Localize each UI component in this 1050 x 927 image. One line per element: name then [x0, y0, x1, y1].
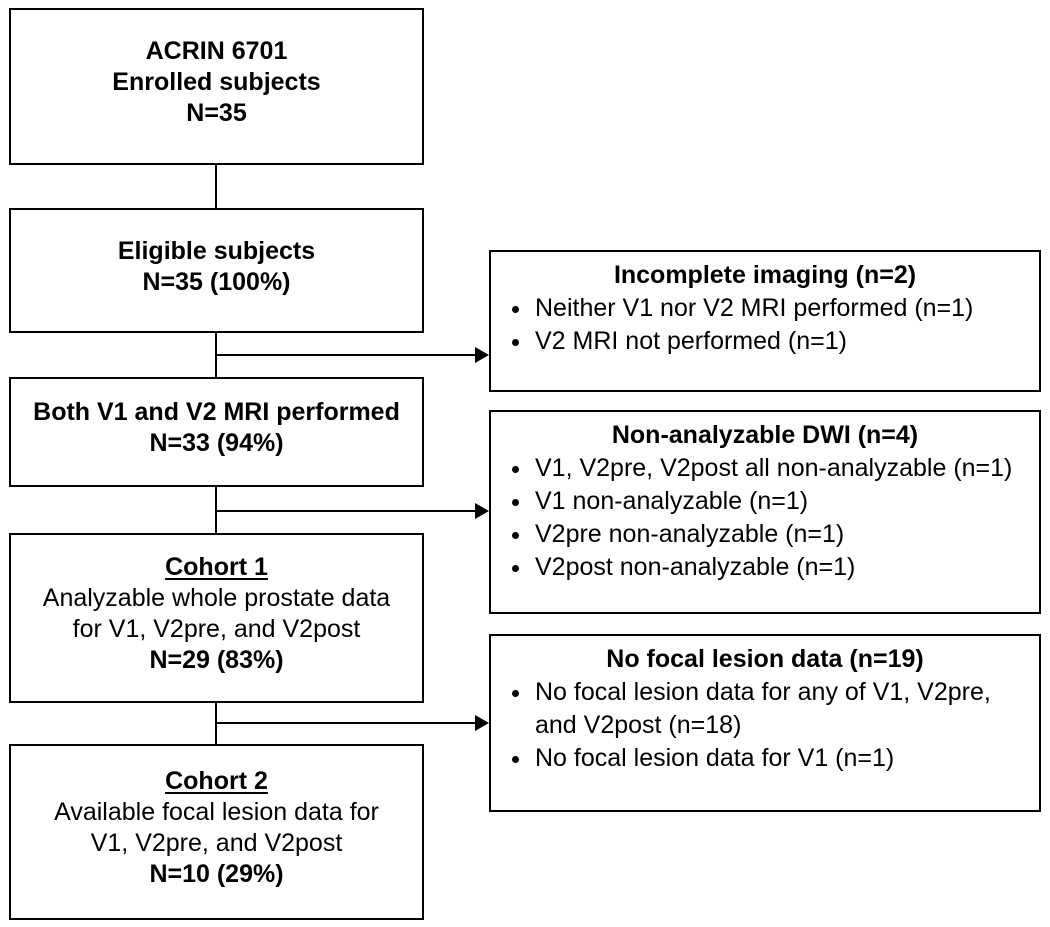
- box-line: Eligible subjects: [117, 236, 316, 265]
- box-line: Available focal lesion data for: [54, 798, 379, 826]
- exclusion-title: Non-analyzable DWI (n=4): [611, 421, 919, 449]
- no-focal-lesion-box: No focal lesion data (n=19) No focal les…: [489, 634, 1041, 812]
- exclusion-bullet-list: V1, V2pre, V2post all non-analyzable (n=…: [503, 452, 1027, 584]
- box-title: Cohort 1: [165, 553, 268, 581]
- box-count: N=35: [186, 99, 247, 127]
- eligible-subjects-box: Eligible subjects N=35 (100%): [9, 208, 424, 333]
- box-count: N=10 (29%): [149, 860, 284, 888]
- exclusion-bullet-list: No focal lesion data for any of V1, V2pr…: [503, 676, 1027, 775]
- box-line: V1, V2pre, and V2post: [90, 829, 343, 857]
- box-line: Analyzable whole prostate data: [42, 584, 391, 612]
- box-title: Cohort 2: [165, 767, 268, 795]
- branch-line-incomplete-imaging: [216, 354, 476, 356]
- exclusion-bullet-list: Neither V1 nor V2 MRI performed (n=1) V2…: [503, 292, 1027, 358]
- cohort1-box: Cohort 1 Analyzable whole prostate data …: [9, 533, 424, 703]
- exclusion-title: No focal lesion data (n=19): [606, 645, 924, 673]
- box-count: N=33 (94%): [149, 429, 284, 457]
- arrowhead-icon: [475, 715, 489, 731]
- arrowhead-icon: [475, 503, 489, 519]
- exclusion-bullet: V1, V2pre, V2post all non-analyzable (n=…: [533, 452, 1027, 485]
- mri-performed-box: Both V1 and V2 MRI performed N=33 (94%): [9, 377, 424, 487]
- cohort2-box: Cohort 2 Available focal lesion data for…: [9, 744, 424, 920]
- exclusion-bullet: V2 MRI not performed (n=1): [533, 325, 1027, 358]
- connector-enrolled-to-eligible: [215, 165, 217, 208]
- box-count: N=35 (100%): [142, 267, 291, 296]
- box-line: Enrolled subjects: [112, 68, 321, 96]
- box-line: Both V1 and V2 MRI performed: [33, 398, 400, 426]
- box-line: for V1, V2pre, and V2post: [72, 615, 361, 643]
- exclusion-bullet: V1 non-analyzable (n=1): [533, 485, 1027, 518]
- exclusion-title: Incomplete imaging (n=2): [613, 261, 917, 289]
- exclusion-bullet: V2pre non-analyzable (n=1): [533, 518, 1027, 551]
- branch-line-no-focal-lesion: [216, 722, 476, 724]
- non-analyzable-dwi-box: Non-analyzable DWI (n=4) V1, V2pre, V2po…: [489, 410, 1041, 614]
- box-line: ACRIN 6701: [145, 37, 288, 65]
- arrowhead-icon: [475, 347, 489, 363]
- box-count: N=29 (83%): [149, 646, 284, 674]
- exclusion-bullet: No focal lesion data for V1 (n=1): [533, 742, 1027, 775]
- exclusion-bullet: V2post non-analyzable (n=1): [533, 551, 1027, 584]
- enrolled-subjects-box: ACRIN 6701 Enrolled subjects N=35: [9, 8, 424, 165]
- exclusion-bullet: No focal lesion data for any of V1, V2pr…: [533, 676, 1027, 742]
- exclusion-bullet: Neither V1 nor V2 MRI performed (n=1): [533, 292, 1027, 325]
- incomplete-imaging-box: Incomplete imaging (n=2) Neither V1 nor …: [489, 250, 1041, 392]
- branch-line-non-analyzable-dwi: [216, 510, 476, 512]
